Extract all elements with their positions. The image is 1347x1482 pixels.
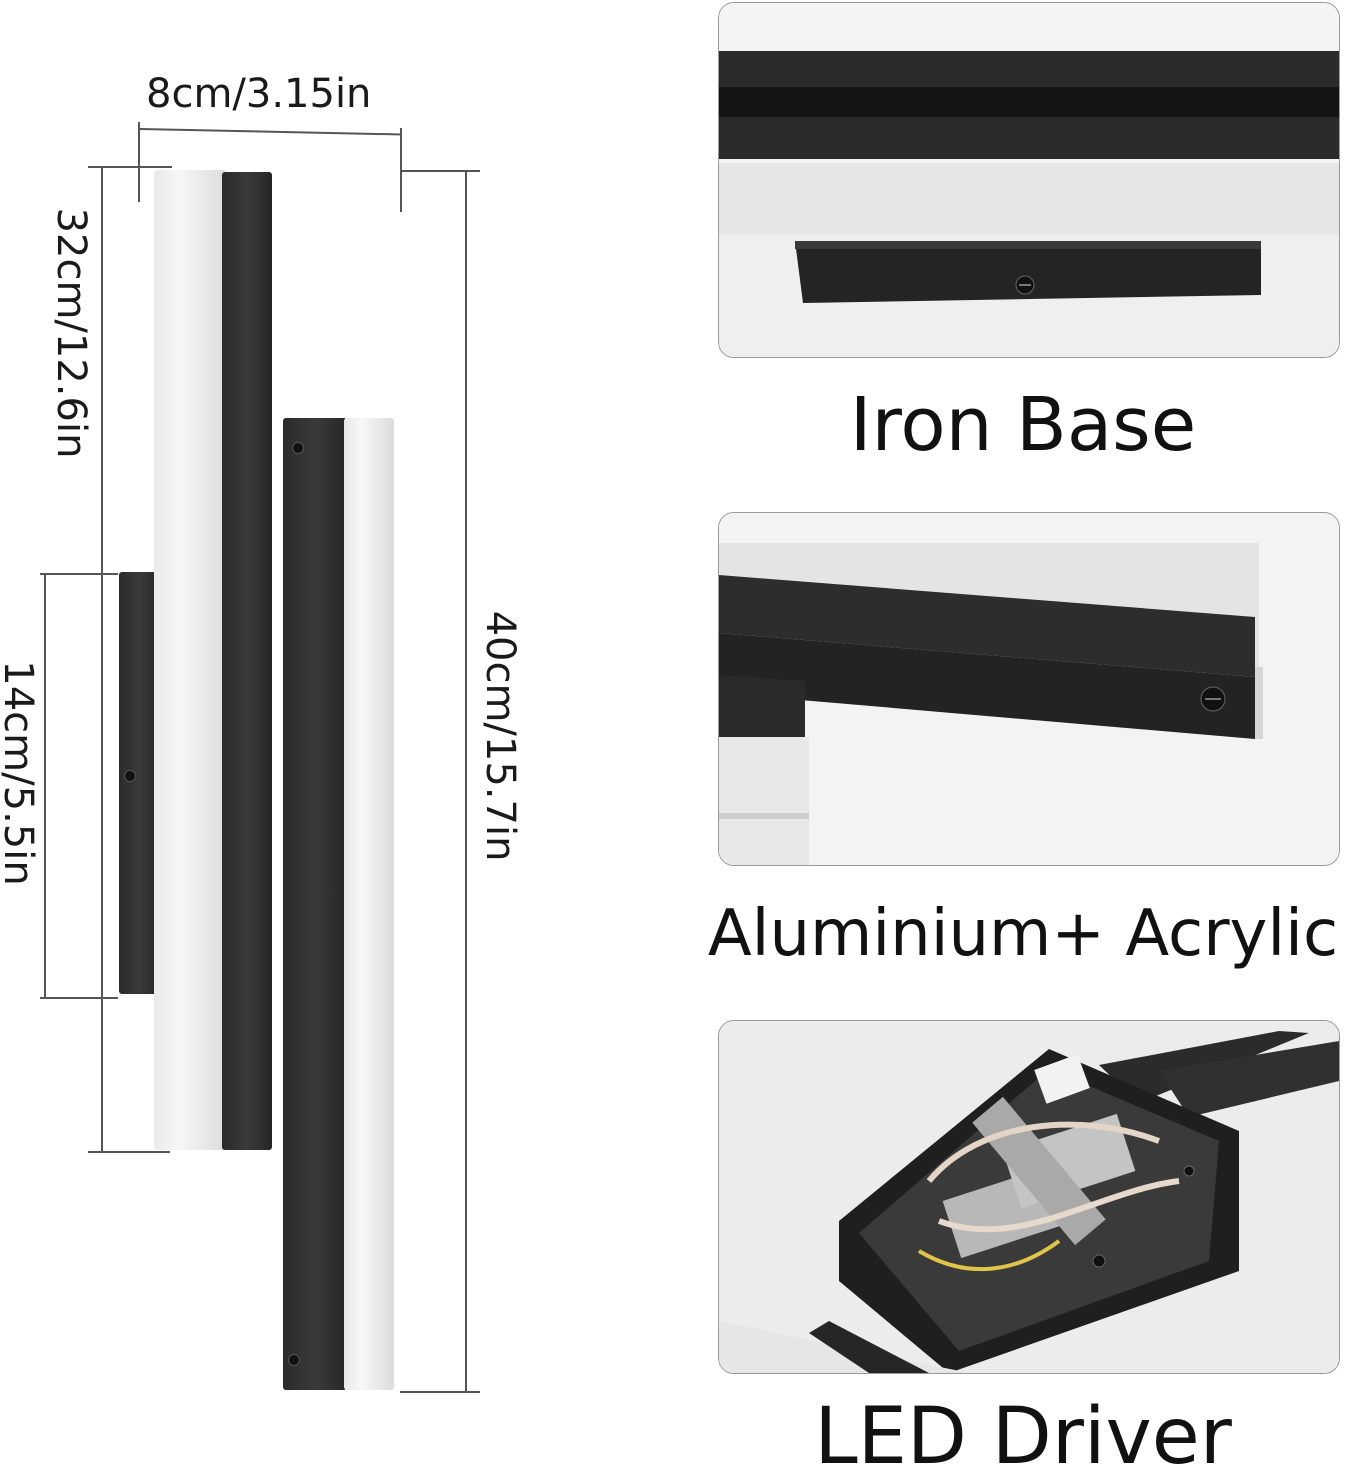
wall-base-plate	[119, 572, 159, 994]
led-driver-caption: LED Driver	[814, 1392, 1232, 1482]
lower-bar-bottom-screw	[288, 1354, 300, 1366]
base-height-top-tick	[40, 573, 118, 575]
upper-aluminium-bar	[222, 172, 272, 1150]
base-height-line	[44, 573, 46, 998]
aluminium-acrylic-caption: Aluminium+ Acrylic	[707, 897, 1339, 971]
lower-acrylic-diffuser	[344, 418, 394, 1390]
iron-base-photo	[718, 2, 1340, 358]
iron-base-illustration	[719, 3, 1339, 357]
upper-acrylic-diffuser	[154, 170, 226, 1150]
total-height-bottom-tick	[400, 1391, 480, 1393]
lower-bar-top-screw	[292, 442, 304, 454]
upper-height-top-tick	[88, 166, 172, 168]
aluminium-acrylic-photo	[718, 512, 1340, 866]
width-tick-left	[138, 122, 140, 202]
width-dimension-line	[139, 128, 402, 136]
upper-height-line	[101, 166, 103, 1152]
led-driver-illustration	[719, 1021, 1339, 1373]
upper-height-label: 32cm/12.6in	[48, 207, 94, 459]
base-height-label: 14cm/5.5in	[0, 660, 41, 886]
total-height-label: 40cm/15.7in	[477, 610, 523, 862]
width-dimension-label: 8cm/3.15in	[146, 71, 372, 117]
total-height-line	[465, 170, 467, 1392]
total-height-top-tick	[400, 170, 480, 172]
iron-base-caption: Iron Base	[849, 382, 1197, 468]
led-driver-photo	[718, 1020, 1340, 1374]
upper-height-bottom-tick	[88, 1151, 170, 1153]
aluminium-acrylic-illustration	[719, 513, 1339, 865]
base-screw	[124, 770, 136, 782]
base-height-bottom-tick	[40, 997, 118, 999]
lower-aluminium-bar	[283, 418, 347, 1390]
